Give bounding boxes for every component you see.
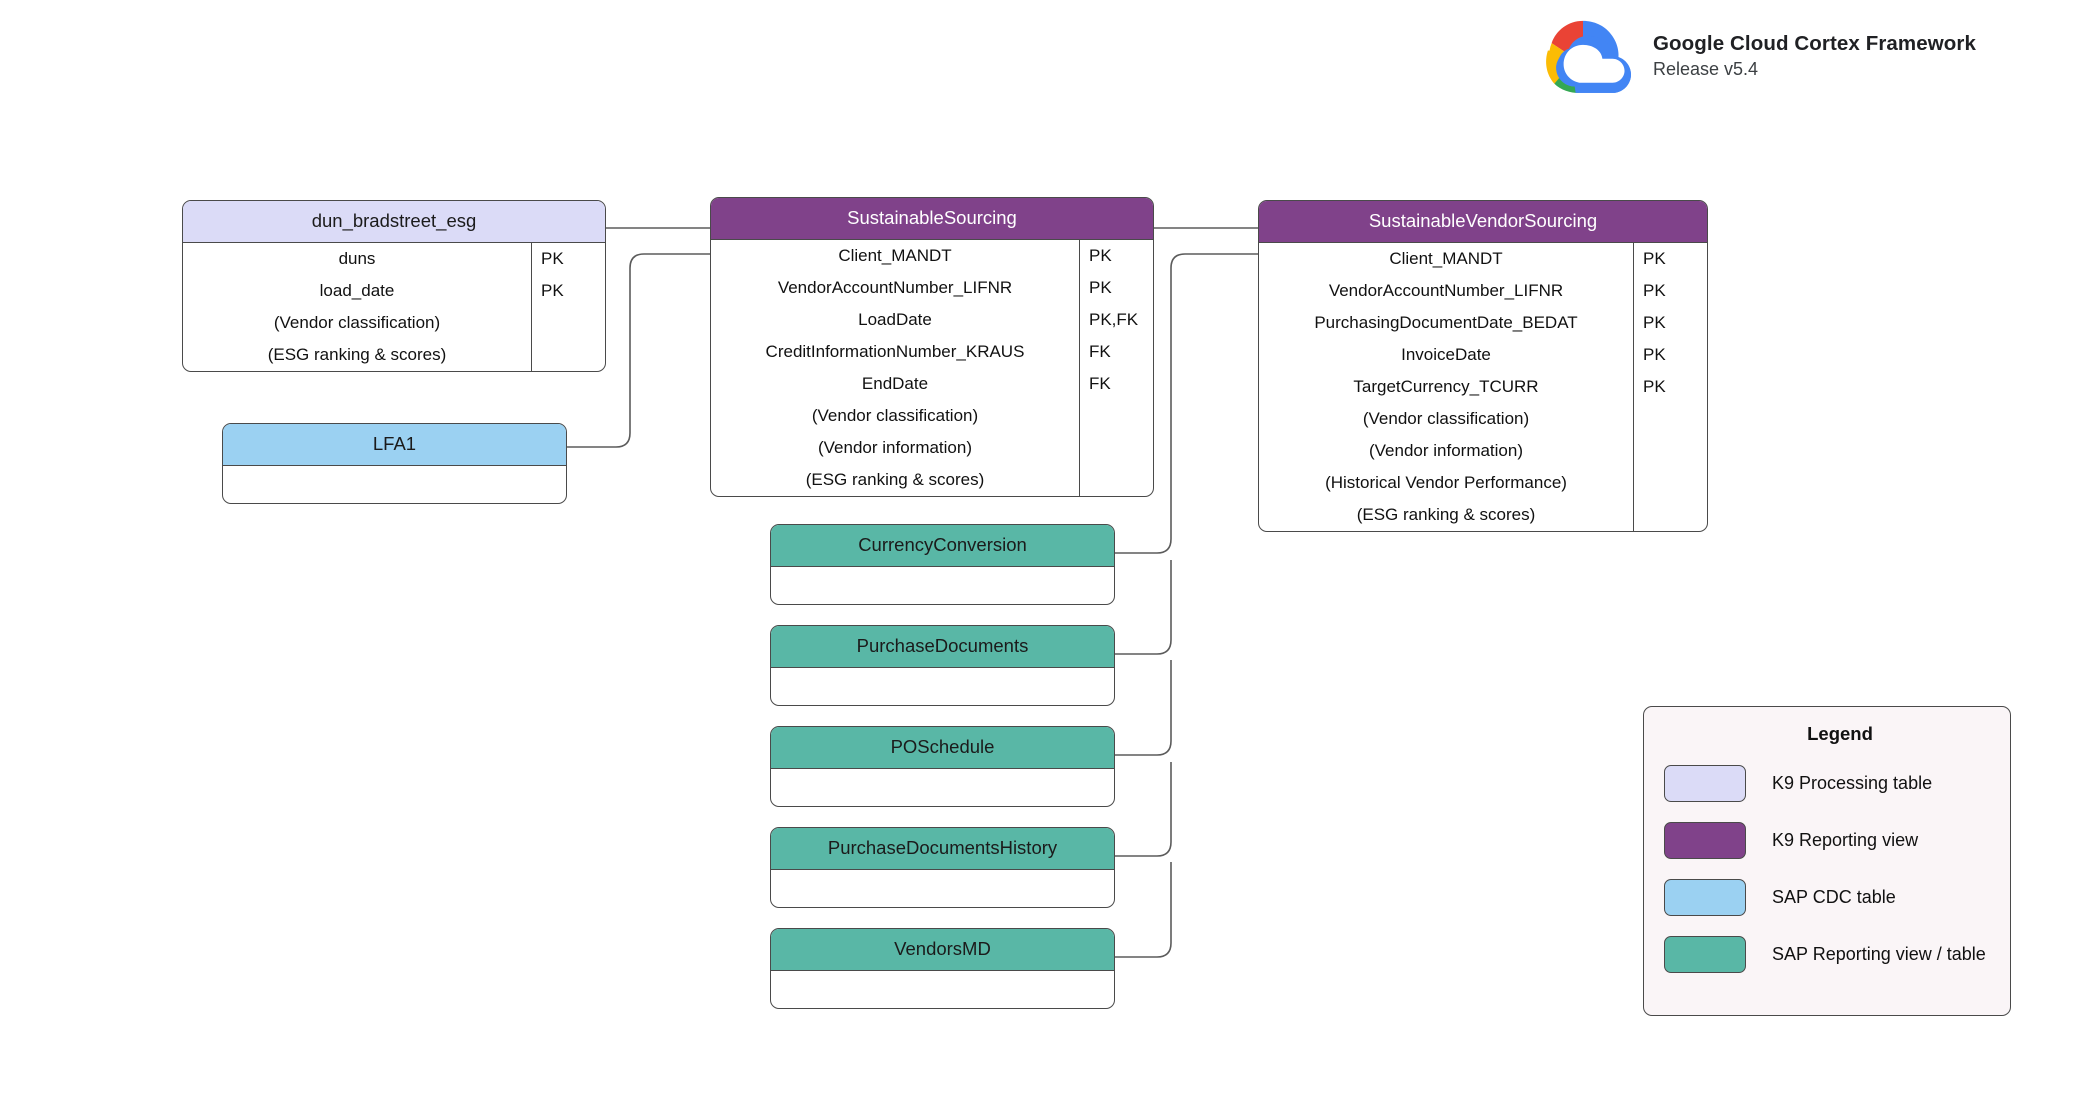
key-badge: PK <box>541 248 564 268</box>
table-purchasedocumentshistory[interactable]: PurchaseDocumentsHistory <box>770 827 1115 908</box>
key-badge <box>1634 403 1707 435</box>
key-badge: FK <box>1089 341 1111 361</box>
key-badge: FK <box>1089 373 1111 393</box>
key-badge: PK <box>1089 245 1112 265</box>
connector-purchasedocumentshistory <box>1115 762 1172 857</box>
connector-purchasedocuments <box>1115 560 1172 655</box>
table-header-purchasedocuments: PurchaseDocuments <box>771 626 1114 668</box>
key-badge: PK <box>1643 248 1666 268</box>
table-header-sustainablevendorsourcing: SustainableVendorSourcing <box>1259 201 1707 243</box>
field-row: VendorAccountNumber_LIFNR <box>1328 280 1564 300</box>
empty-field-area <box>771 870 1114 907</box>
field-row: CreditInformationNumber_KRAUS <box>765 341 1025 361</box>
field-row: VendorAccountNumber_LIFNR <box>777 277 1013 297</box>
table-purchasedocuments[interactable]: PurchaseDocuments <box>770 625 1115 706</box>
table-header-lfa1: LFA1 <box>223 424 566 466</box>
empty-field-area <box>771 769 1114 806</box>
legend-item-sap-reporting-view-table: SAP Reporting view / table <box>1644 936 2010 973</box>
key-badge: PK <box>1643 280 1666 300</box>
legend-swatch <box>1664 936 1746 973</box>
field-row: (ESG ranking & scores) <box>1356 504 1536 524</box>
field-row: Client_MANDT <box>838 245 952 265</box>
field-row: (Vendor classification) <box>273 312 441 332</box>
key-badge: PK,FK <box>1089 309 1139 329</box>
field-row: (Vendor information) <box>817 437 973 457</box>
field-row: (Vendor classification) <box>811 405 979 425</box>
table-header-poschedule: POSchedule <box>771 727 1114 769</box>
legend-label: SAP Reporting view / table <box>1772 944 1986 964</box>
brand-title: Google Cloud Cortex Framework <box>1653 31 1976 55</box>
field-row: duns <box>338 248 376 268</box>
legend-item-k9-reporting-view: K9 Reporting view <box>1644 822 2010 859</box>
table-lfa1[interactable]: LFA1 <box>222 423 567 504</box>
field-row: InvoiceDate <box>1401 344 1491 364</box>
empty-field-area <box>771 971 1114 1008</box>
key-badge <box>1634 499 1707 531</box>
legend-title: Legend <box>1807 723 1873 744</box>
field-row: (ESG ranking & scores) <box>805 469 985 489</box>
key-badge: PK <box>1643 344 1666 364</box>
legend-label: SAP CDC table <box>1772 887 1896 907</box>
legend-item-k9-processing-table: K9 Processing table <box>1644 765 2010 802</box>
key-badge <box>1080 432 1153 464</box>
legend-swatch <box>1664 765 1746 802</box>
table-poschedule[interactable]: POSchedule <box>770 726 1115 807</box>
connector-lfa1 <box>567 253 710 448</box>
table-currencyconversion[interactable]: CurrencyConversion <box>770 524 1115 605</box>
field-row: Client_MANDT <box>1389 248 1503 268</box>
table-dun-bradstreet-esg[interactable]: dun_bradstreet_esg duns load_date (Vendo… <box>182 200 606 372</box>
table-header-currencyconversion: CurrencyConversion <box>771 525 1114 567</box>
table-header-dun-bradstreet-esg: dun_bradstreet_esg <box>183 201 605 243</box>
key-badge <box>1634 467 1707 499</box>
key-badge: PK <box>1643 312 1666 332</box>
empty-field-area <box>771 668 1114 705</box>
legend-swatch <box>1664 879 1746 916</box>
table-vendorsmd[interactable]: VendorsMD <box>770 928 1115 1009</box>
key-badge <box>1080 400 1153 432</box>
field-row: (ESG ranking & scores) <box>267 344 447 364</box>
brand-release: Release v5.4 <box>1653 58 1759 79</box>
table-header-purchasedocumentshistory: PurchaseDocumentsHistory <box>771 828 1114 870</box>
empty-field-area <box>771 567 1114 604</box>
key-badge <box>532 307 605 339</box>
field-row: TargetCurrency_TCURR <box>1353 376 1539 396</box>
table-header-sustainablesourcing: SustainableSourcing <box>711 198 1153 240</box>
field-row: (Historical Vendor Performance) <box>1325 472 1567 492</box>
key-badge: PK <box>1089 277 1112 297</box>
empty-field-area <box>223 466 566 503</box>
table-sustainablevendorsourcing[interactable]: SustainableVendorSourcing Client_MANDT V… <box>1258 200 1708 532</box>
key-badge: PK <box>541 280 564 300</box>
key-badge: PK <box>1643 376 1666 396</box>
connector-currencyconversion <box>1115 253 1258 554</box>
key-badge <box>532 339 605 371</box>
field-row: (Vendor classification) <box>1362 408 1530 428</box>
legend-label: K9 Processing table <box>1772 773 1933 793</box>
connector-vendorsmd <box>1115 862 1172 958</box>
field-row: EndDate <box>861 373 929 393</box>
key-badge <box>1080 464 1153 496</box>
legend-item-sap-cdc-table: SAP CDC table <box>1644 879 2010 916</box>
table-sustainablesourcing[interactable]: SustainableSourcing Client_MANDT VendorA… <box>710 197 1154 497</box>
field-row: PurchasingDocumentDate_BEDAT <box>1314 312 1578 332</box>
brand-header: Google Cloud Cortex Framework Release v5… <box>1527 8 1976 104</box>
table-header-vendorsmd: VendorsMD <box>771 929 1114 971</box>
key-badge <box>1634 435 1707 467</box>
field-row: load_date <box>319 280 395 300</box>
legend-label: K9 Reporting view <box>1772 830 1919 850</box>
google-cloud-logo <box>1546 20 1631 93</box>
connector-poschedule <box>1115 660 1172 756</box>
field-row: LoadDate <box>858 309 932 329</box>
field-row: (Vendor information) <box>1368 440 1524 460</box>
legend: Legend K9 Processing table K9 Reporting … <box>1643 706 2011 1016</box>
legend-swatch <box>1664 822 1746 859</box>
